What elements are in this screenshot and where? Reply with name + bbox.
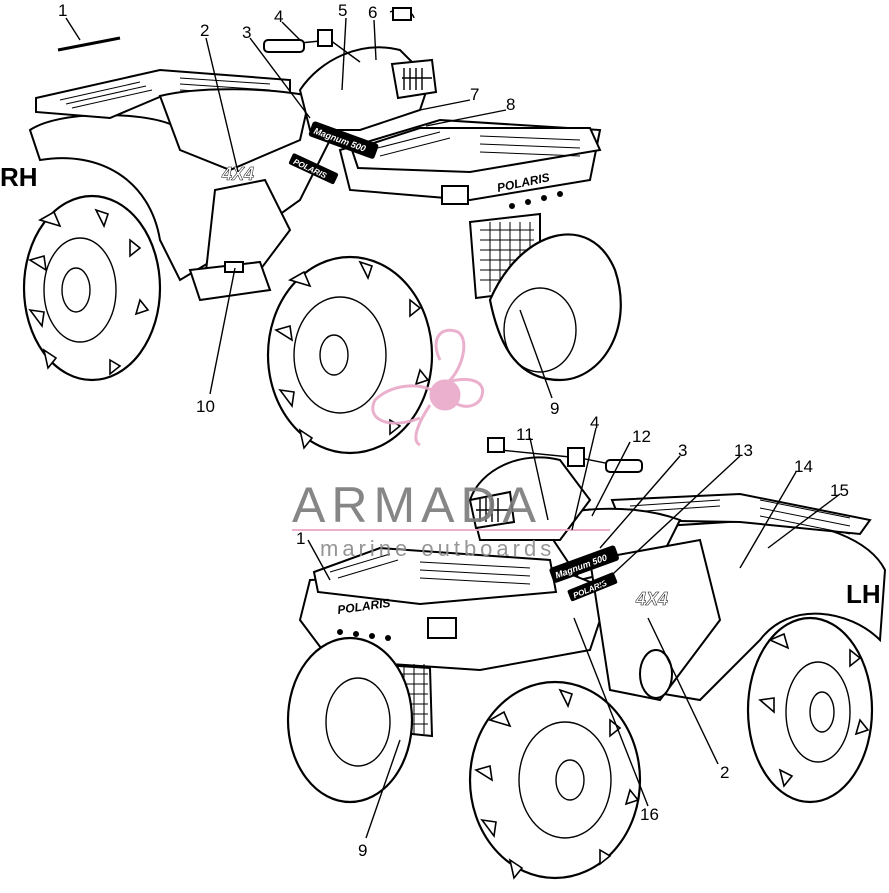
rh-front-rack [350, 127, 602, 174]
callout-8-rh: 8 [506, 95, 515, 114]
callout-14-lh: 14 [794, 457, 813, 476]
callout-3-rh: 3 [242, 23, 251, 42]
callout-16-lh: 16 [640, 805, 659, 824]
callouts-lh: 11 4 12 3 13 14 15 1 2 9 16 [296, 413, 849, 860]
lh-side-panel [588, 538, 722, 702]
rh-handlebar [263, 7, 415, 63]
lh-side-label: LH [846, 579, 881, 609]
callouts-rh: 1 2 3 4 5 6 7 8 9 10 [58, 1, 559, 418]
rh-rear-wheel [22, 194, 162, 382]
callout-9-lh: 9 [358, 841, 367, 860]
callout-13-lh: 13 [734, 441, 753, 460]
callout-11-lh: 11 [516, 425, 534, 444]
callout-3-lh: 3 [678, 441, 687, 460]
callout-5-rh: 5 [338, 1, 347, 20]
lh-front-rack [312, 546, 558, 606]
callout-9-rh: 9 [550, 399, 559, 418]
rh-headlight-left [441, 185, 469, 205]
watermark-title: ARMADA [292, 477, 542, 533]
lh-4x4-decal: 4X4 [635, 589, 668, 609]
callout-12-lh: 12 [632, 427, 651, 446]
callout-15-lh: 15 [830, 481, 849, 500]
rh-front-wheel-near [266, 255, 434, 455]
rh-front-wheel-far [488, 233, 622, 382]
lh-headlight-right [427, 617, 457, 639]
leader-lines [57, 17, 841, 839]
callout-10-rh: 10 [196, 397, 215, 416]
callout-2-lh: 2 [720, 763, 729, 782]
rh-4x4-decal: 4X4 [221, 164, 254, 184]
atv-right-side-view: 4X4 Magnum 500 POLARIS POLARIS [22, 7, 622, 455]
rh-headlight-pod [390, 58, 438, 100]
watermark-subtitle: marine outboards [320, 536, 555, 561]
callout-2-rh: 2 [200, 21, 209, 40]
propeller-logo [371, 328, 485, 447]
callout-7-rh: 7 [470, 85, 479, 104]
rh-side-label: RH [0, 162, 38, 192]
lh-front-wheel-far [286, 636, 414, 804]
lh-rear-hub [639, 649, 673, 699]
atv-left-side-view: POLARIS 4X4 Magnum 500 POLARIS [286, 437, 887, 880]
callout-6-rh: 6 [368, 3, 377, 22]
lh-handlebar [487, 437, 643, 473]
lh-front-wheel-near [468, 680, 642, 880]
armada-watermark: ARMADA marine outboards [292, 328, 610, 561]
rh-seat [158, 88, 312, 172]
callout-4-rh: 4 [274, 7, 283, 26]
callout-4-lh: 4 [590, 413, 599, 432]
callout-1-lh: 1 [296, 529, 305, 548]
callout-1-rh: 1 [58, 1, 67, 20]
rh-rear-rack [35, 68, 291, 120]
lh-rear-wheel [746, 616, 874, 804]
